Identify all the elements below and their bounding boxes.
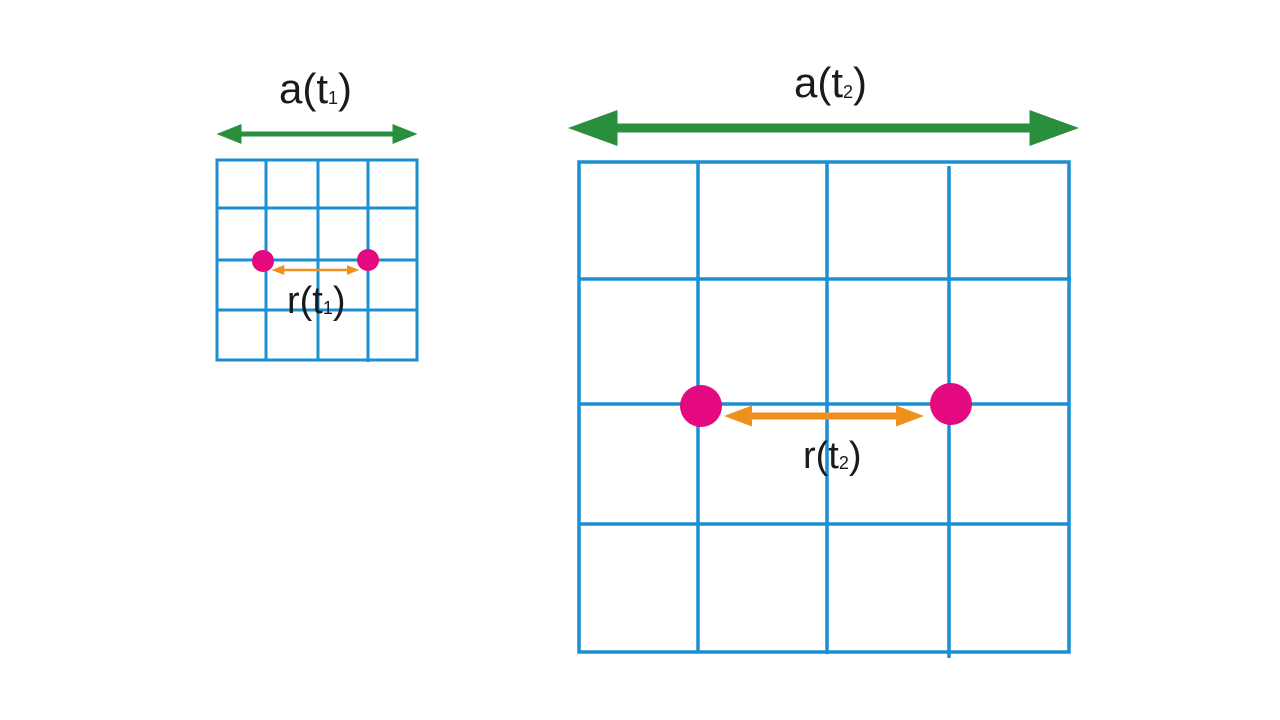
galaxy-point-a-t2 xyxy=(680,385,722,427)
distance-label-t1: r(t1) xyxy=(287,280,346,322)
scale-factor-label-t1: a(t1) xyxy=(279,65,352,112)
scale-factor-label-t2: a(t2) xyxy=(794,59,867,106)
galaxy-point-b-t2 xyxy=(930,383,972,425)
galaxy-point-a-t1 xyxy=(252,250,274,272)
distance-label-t2: r(t2) xyxy=(803,435,862,477)
coordinate-grid-t2 xyxy=(577,160,1071,658)
panel-t1: a(t1) r(t1) xyxy=(215,65,419,362)
coordinate-grid-t1 xyxy=(215,158,419,362)
panel-t2: a(t2) r(t2) xyxy=(568,59,1079,658)
galaxy-point-b-t1 xyxy=(357,249,379,271)
